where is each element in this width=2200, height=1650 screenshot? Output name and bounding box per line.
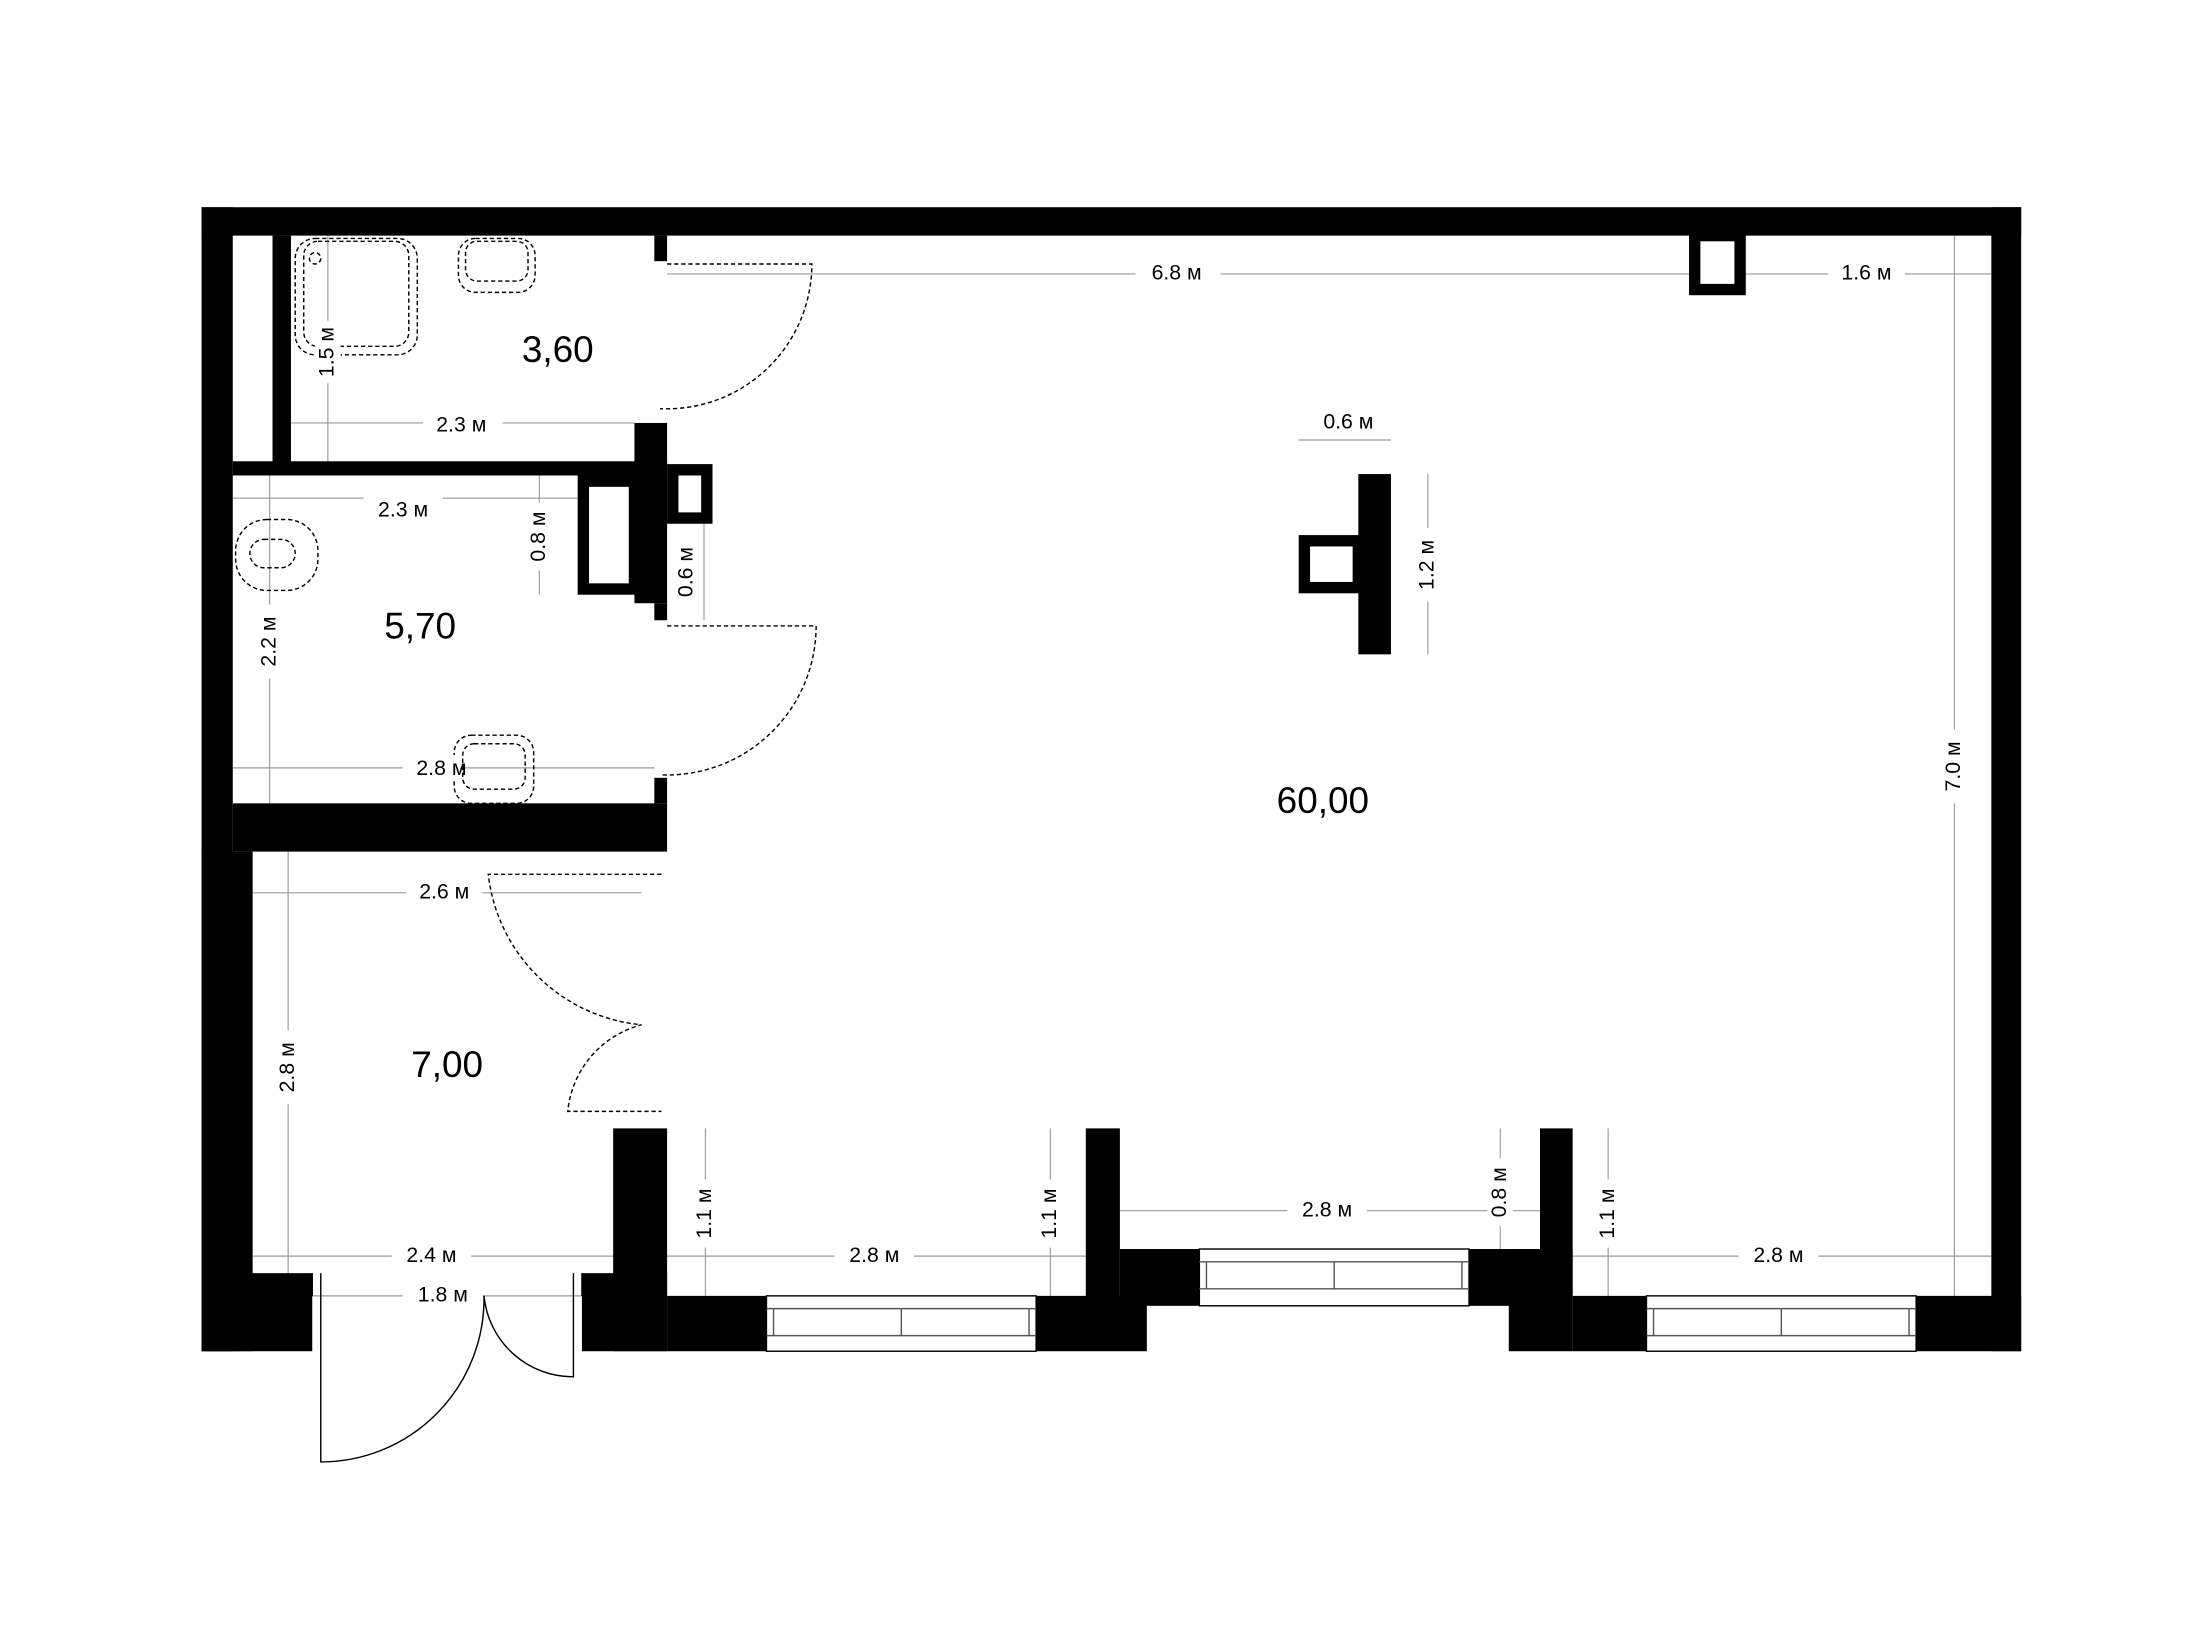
dimension-labels: 6.8 м 1.6 м 0.6 м 2.3 м 2.3 м 2.8 м 2.6 … [256, 259, 1968, 1311]
dim-bay2-width: 2.8 м [1302, 1197, 1352, 1221]
dim-bay2-depth: 0.8 м [1487, 1167, 1511, 1217]
area-main-room: 60,00 [1277, 780, 1369, 821]
dim-bay3-depth: 1.1 м [1595, 1188, 1619, 1238]
dim-bay1-depth-right: 1.1 м [1037, 1188, 1061, 1238]
shower-tray [294, 237, 418, 356]
dim-bath1-width: 2.3 м [436, 412, 486, 436]
toilet [234, 518, 319, 592]
dim-hall-height: 2.8 м [275, 1042, 299, 1092]
doors [311, 263, 817, 1463]
dim-top-right: 1.6 м [1841, 261, 1891, 285]
dim-shaft-depth: 0.6 м [674, 547, 698, 597]
dim-bay3-width: 2.8 м [1753, 1243, 1803, 1267]
dim-bay1-width: 2.8 м [849, 1243, 899, 1267]
dim-column-height: 1.2 м [1414, 540, 1438, 590]
dim-column-width: 0.6 м [1323, 410, 1373, 434]
walls [201, 207, 2022, 1352]
area-hall: 7,00 [411, 1044, 483, 1085]
dim-bath2-niche: 0.8 м [526, 511, 550, 561]
room-areas: 3,60 5,70 7,00 60,00 [384, 329, 1369, 1085]
dim-hall-width-top: 2.6 м [419, 879, 469, 903]
windows [765, 1248, 1917, 1352]
dim-bath1-height: 1.5 м [314, 327, 338, 377]
dim-right-height: 7.0 м [1941, 741, 1965, 791]
dim-bath2-height: 2.2 м [256, 616, 280, 666]
dim-bath2-width-bottom: 2.8 м [416, 756, 466, 780]
area-bathroom-large: 5,70 [384, 606, 456, 647]
sink-top [457, 237, 536, 294]
dim-bay1-depth-left: 1.1 м [692, 1188, 716, 1238]
dim-top-main: 6.8 м [1152, 261, 1202, 285]
dim-hall-width-bottom: 2.4 м [406, 1243, 456, 1267]
dim-bath2-width-top: 2.3 м [378, 498, 428, 522]
area-bathroom-small: 3,60 [522, 329, 594, 370]
dim-entrance-width: 1.8 м [418, 1282, 468, 1306]
ventilation-shafts [577, 229, 1746, 595]
